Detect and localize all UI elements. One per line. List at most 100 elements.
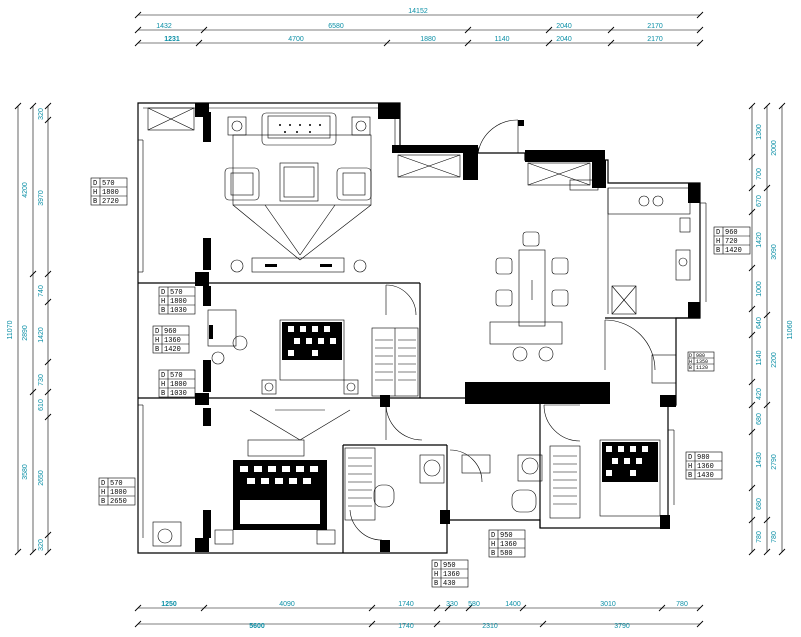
svg-text:D: D <box>716 229 720 237</box>
svg-text:B: B <box>155 346 159 354</box>
dim-top-overall: 14152 <box>408 8 428 15</box>
dim-right-b7: 1140 <box>756 350 763 365</box>
svg-text:H: H <box>688 463 692 471</box>
dim-right-b9: 680 <box>756 413 763 425</box>
dim-top-b6: 2170 <box>647 36 663 43</box>
dim-right-b12: 780 <box>756 531 763 543</box>
walls <box>137 102 701 554</box>
dim-right-b10: 1430 <box>756 452 763 468</box>
tag3-b: 1420 <box>164 346 181 354</box>
window-tag-8: DHB 980 1360 1430 <box>685 451 723 480</box>
tag3-h: 1360 <box>164 337 181 345</box>
tag1-b: 2720 <box>102 198 119 206</box>
svg-text:H: H <box>155 337 159 345</box>
tag4-h: 1800 <box>170 381 187 389</box>
bedroom-3 <box>549 439 661 519</box>
dim-bottom-b1: 5600 <box>249 623 265 630</box>
svg-text:D: D <box>434 562 438 570</box>
window-tag-9: DHB 950 1360 580 <box>488 529 526 558</box>
tag9-b: 580 <box>500 550 513 558</box>
dim-top-a1: 1432 <box>156 23 172 30</box>
dim-top-b3: 1880 <box>420 36 436 43</box>
dim-right-a2: 3090 <box>771 244 778 260</box>
window-tag-1: DHB 570 1800 2720 <box>90 177 128 206</box>
tag5-h: 1800 <box>110 489 127 497</box>
living-room <box>203 112 372 273</box>
dim-right-b11: 680 <box>756 498 763 510</box>
svg-text:D: D <box>161 289 165 297</box>
dim-right-b2: 700 <box>756 168 763 180</box>
svg-text:B: B <box>688 472 692 480</box>
right-dimensions: 11060 2000 3090 2200 2790 780 1300 700 6… <box>748 102 794 556</box>
doors <box>349 119 656 541</box>
tag4-b: 1030 <box>170 390 187 398</box>
svg-text:B: B <box>93 198 97 206</box>
tag6-d: 960 <box>725 229 738 237</box>
dim-bottom-a4: 330 <box>446 601 458 608</box>
svg-text:H: H <box>434 571 438 579</box>
window-tag-10: DHB 950 1360 430 <box>431 559 469 588</box>
window-tag-2: DHB 570 1800 1030 <box>158 286 196 315</box>
svg-text:D: D <box>155 328 159 336</box>
svg-text:D: D <box>101 480 105 488</box>
svg-text:H: H <box>93 189 97 197</box>
dim-left-b8: 320 <box>38 539 45 551</box>
bottom-dimensions: 1250 4090 1740 330 580 1400 3010 780 560… <box>134 601 704 630</box>
dim-left-b5: 730 <box>38 374 45 386</box>
dim-left-b7: 2650 <box>38 470 45 486</box>
svg-text:B: B <box>161 390 165 398</box>
dim-bottom-b2: 1740 <box>398 623 414 630</box>
tag6-h: 720 <box>725 238 738 246</box>
dim-bottom-b4: 3790 <box>614 623 630 630</box>
svg-text:B: B <box>434 580 438 588</box>
dim-top-b1: 1231 <box>164 36 180 43</box>
tag4-d: 570 <box>170 372 183 380</box>
dim-bottom-a1: 1250 <box>161 601 177 608</box>
tag5-b: 2650 <box>110 498 127 506</box>
tag2-h: 1800 <box>170 298 187 306</box>
tag9-h: 1360 <box>500 541 517 549</box>
dim-top-b4: 1140 <box>494 36 509 43</box>
svg-text:B: B <box>101 498 105 506</box>
dim-right-b1: 1300 <box>756 124 763 140</box>
tag6-b: 1420 <box>725 247 742 255</box>
dim-right-b6: 640 <box>756 317 763 329</box>
dim-right-b8: 420 <box>756 388 763 400</box>
bathrooms <box>373 454 543 513</box>
tag9-d: 950 <box>500 532 513 540</box>
dim-right-a3: 2200 <box>771 352 778 368</box>
dim-left-a1: 4200 <box>22 182 29 198</box>
dim-left-b6: 610 <box>38 399 45 411</box>
svg-text:D: D <box>93 180 97 188</box>
dim-right-a1: 2000 <box>771 140 778 156</box>
svg-text:D: D <box>161 372 165 380</box>
tag8-d: 980 <box>697 454 710 462</box>
left-dimensions: 11070 4200 2890 3580 320 3970 740 1420 7… <box>7 102 52 556</box>
dim-bottom-a5: 580 <box>468 601 480 608</box>
dim-bottom-a3: 1740 <box>398 601 414 608</box>
dim-bottom-b3: 2310 <box>482 623 498 630</box>
tag10-b: 430 <box>443 580 456 588</box>
tag5-d: 570 <box>110 480 123 488</box>
svg-text:B: B <box>161 307 165 315</box>
tag7-h: 1350 <box>696 359 708 365</box>
svg-text:D: D <box>491 532 495 540</box>
tag8-b: 1430 <box>697 472 714 480</box>
tag7-d: 980 <box>696 353 705 359</box>
tag10-h: 1360 <box>443 571 460 579</box>
svg-text:H: H <box>101 489 105 497</box>
dim-top-a4: 2170 <box>647 23 663 30</box>
svg-text:H: H <box>161 381 165 389</box>
window-tag-5: DHB 570 1800 2650 <box>98 477 136 506</box>
tag2-b: 1030 <box>170 307 187 315</box>
top-dimensions: 14152 1432 6580 2040 2170 1231 4700 1880… <box>134 8 704 47</box>
dim-left-a3: 3580 <box>22 464 29 480</box>
master-bedroom <box>152 408 376 547</box>
svg-text:H: H <box>716 238 720 246</box>
dim-top-b2: 4700 <box>288 36 304 43</box>
dim-right-overall: 11060 <box>787 320 794 339</box>
dim-top-a3: 2040 <box>556 23 572 30</box>
dining-kitchen <box>489 179 691 384</box>
dim-bottom-a8: 780 <box>676 601 688 608</box>
svg-text:B: B <box>689 365 692 371</box>
